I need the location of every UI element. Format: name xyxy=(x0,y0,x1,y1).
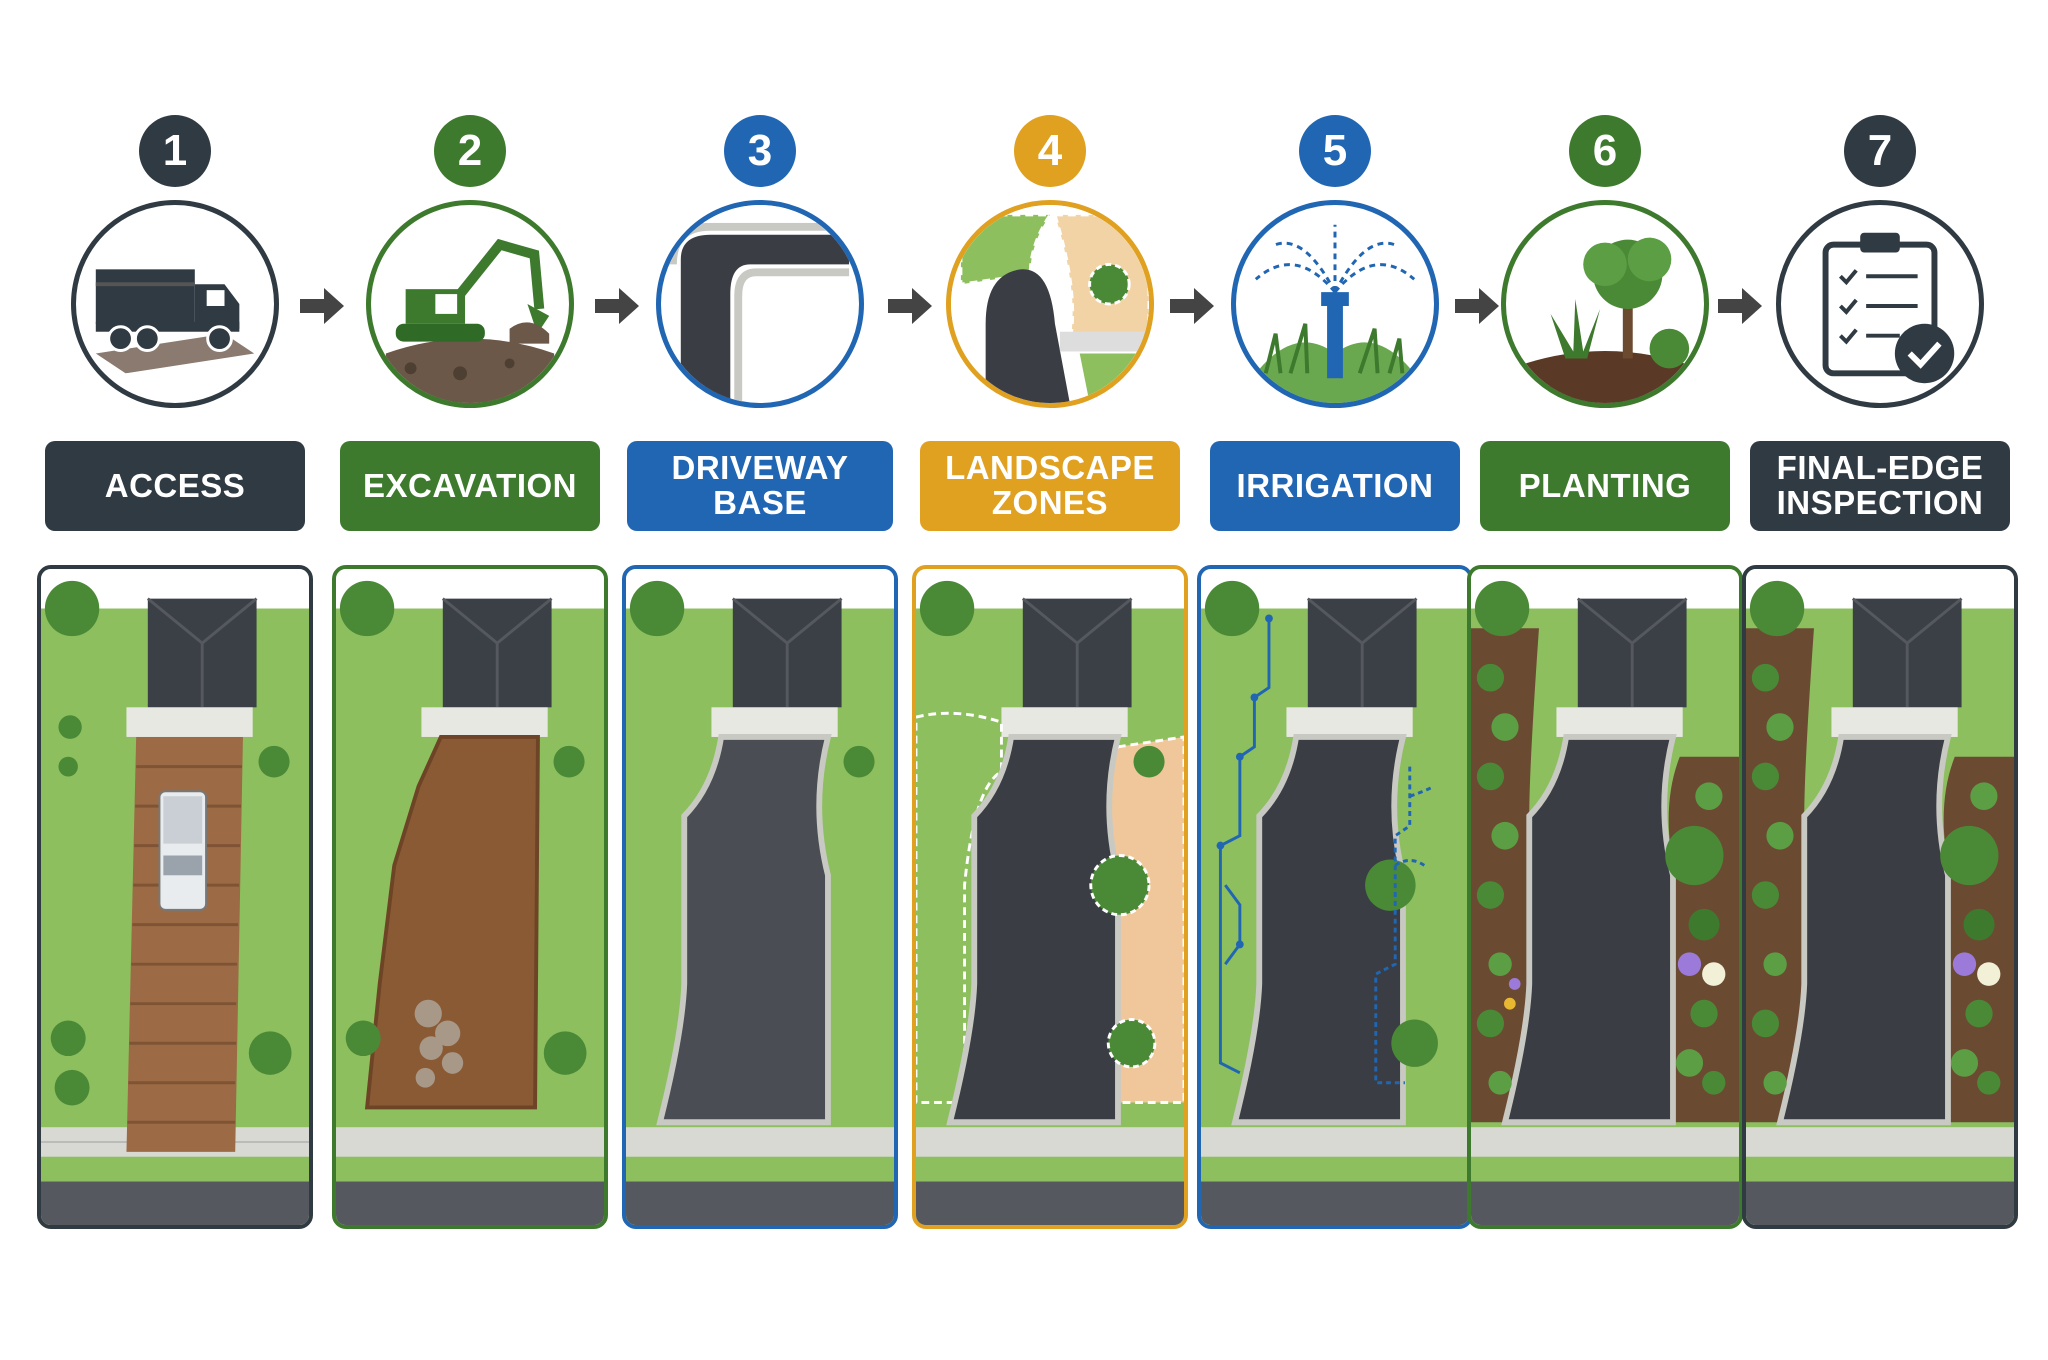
step-number-4: 4 xyxy=(1014,115,1086,187)
driveway-curve-icon xyxy=(656,200,864,408)
dump-truck-icon xyxy=(71,200,279,408)
checklist-clipboard-icon xyxy=(1776,200,1984,408)
step-number-1: 1 xyxy=(139,115,211,187)
arrow-right-icon xyxy=(888,288,932,324)
tree-planting-icon xyxy=(1501,200,1709,408)
step-number-7: 7 xyxy=(1844,115,1916,187)
step-driveway-base: 3 DRIVEWAY BASE xyxy=(620,0,900,1240)
step-number-6: 6 xyxy=(1569,115,1641,187)
site-plan-excavation xyxy=(332,565,608,1229)
step-label-excavation: EXCAVATION xyxy=(340,441,600,531)
step-label-irrigation: IRRIGATION xyxy=(1210,441,1460,531)
site-plan-irrigation xyxy=(1197,565,1473,1229)
site-plan-driveway-base xyxy=(622,565,898,1229)
arrow-right-icon xyxy=(1455,288,1499,324)
step-label-access: ACCESS xyxy=(45,441,305,531)
excavator-icon xyxy=(366,200,574,408)
site-plan-final-edge-inspection xyxy=(1742,565,2018,1229)
step-irrigation: 5 IRRIGATION xyxy=(1195,0,1475,1240)
site-plan-landscape-zones xyxy=(912,565,1188,1229)
step-landscape-zones: 4 LANDSCAPE ZONES xyxy=(910,0,1190,1240)
site-plan-access xyxy=(37,565,313,1229)
step-label-driveway-base: DRIVEWAY BASE xyxy=(627,441,893,531)
arrow-right-icon xyxy=(1718,288,1762,324)
step-final-edge-inspection: 7 FINAL-EDGE INSPECTION xyxy=(1740,0,2020,1240)
step-number-2: 2 xyxy=(434,115,506,187)
site-plan-planting xyxy=(1467,565,1743,1229)
arrow-right-icon xyxy=(1170,288,1214,324)
step-access: 1 ACCESS xyxy=(35,0,315,1240)
sprinkler-icon xyxy=(1231,200,1439,408)
step-planting: 6 PLANTING xyxy=(1465,0,1745,1240)
step-excavation: 2 EXCAVATION xyxy=(330,0,610,1240)
step-number-5: 5 xyxy=(1299,115,1371,187)
step-label-final-edge-inspection: FINAL-EDGE INSPECTION xyxy=(1750,441,2010,531)
step-number-3: 3 xyxy=(724,115,796,187)
step-label-landscape-zones: LANDSCAPE ZONES xyxy=(920,441,1180,531)
arrow-right-icon xyxy=(595,288,639,324)
arrow-right-icon xyxy=(300,288,344,324)
zoning-map-icon xyxy=(946,200,1154,408)
step-label-planting: PLANTING xyxy=(1480,441,1730,531)
